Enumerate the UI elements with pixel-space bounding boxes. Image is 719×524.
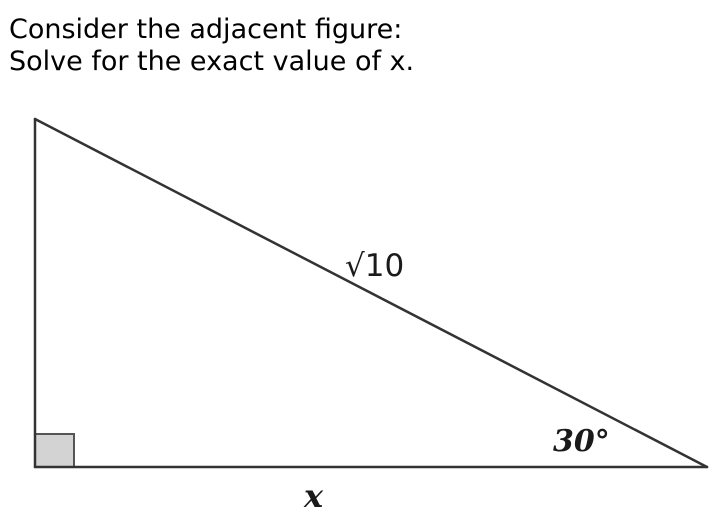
prompt-line-1: Consider the adjacent figure: xyxy=(9,14,403,45)
right-angle-square-icon xyxy=(34,433,75,468)
problem-prompt: Consider the adjacent figure: Solve for … xyxy=(9,14,414,78)
hypotenuse xyxy=(33,117,709,469)
hypotenuse-label: √10 xyxy=(345,248,404,284)
angle-label: 30° xyxy=(553,424,610,459)
base-label-x: x xyxy=(303,477,324,515)
prompt-line-2: Solve for the exact value of x. xyxy=(9,46,415,77)
